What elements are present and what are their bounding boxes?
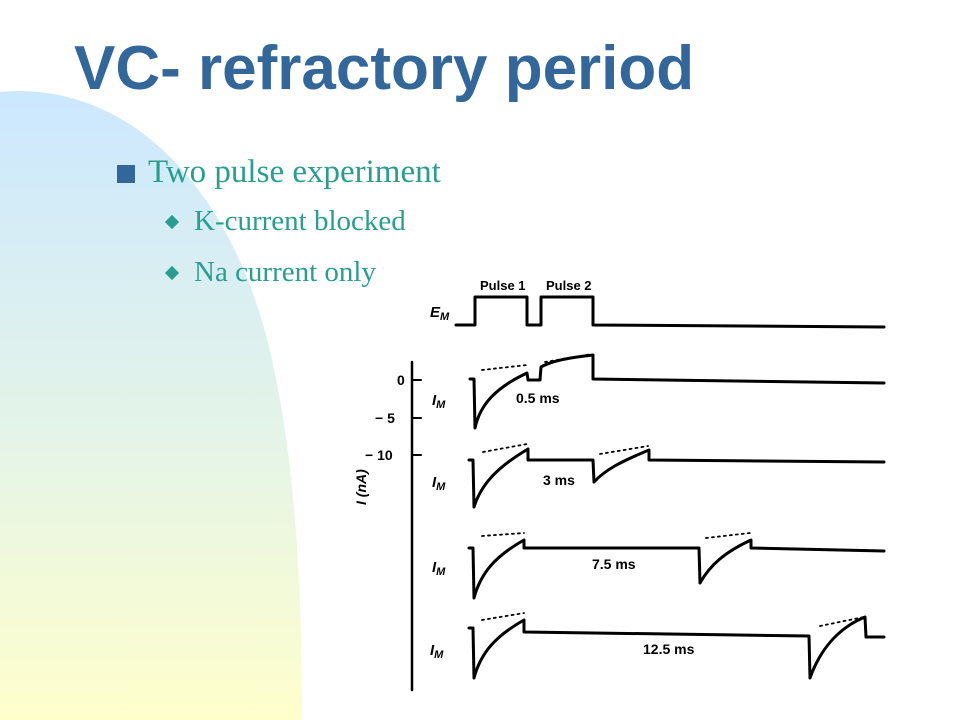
inactivation-dotted-4 [481,612,865,627]
interval-label-7-5ms: 7.5 ms [592,556,636,572]
im-label-1: IM [432,392,446,411]
inactivation-dotted-2 [482,443,649,455]
bullet-text: K-current blocked [194,205,406,237]
interval-label-3ms: 3 ms [543,472,575,488]
y-axis-title: I (nA) [353,469,369,505]
square-bullet-icon [117,164,135,183]
y-tick-label-5: − 5 [375,410,395,426]
im-trace-3ms [467,447,886,509]
slide-title: VC- refractory period [74,34,695,103]
inactivation-dotted-1 [481,353,593,371]
bullet-text: Two pulse experiment [148,154,441,190]
em-voltage-trace [454,295,886,329]
interval-label-12-5ms: 12.5 ms [643,641,695,657]
bullet-text: Na current only [194,256,376,288]
pulse-1-label: Pulse 1 [480,278,526,293]
pulse-2-label: Pulse 2 [546,278,592,293]
inactivation-dotted-3 [481,532,751,539]
y-tick-label-10: − 10 [365,447,393,463]
im-label-4: IM [430,642,444,661]
bullet-k-current-blocked: K-current blocked [164,205,406,238]
im-label-3: IM [432,559,446,578]
im-trace-12-5ms [467,615,886,680]
bullet-na-current-only: Na current only [164,256,376,289]
bullet-two-pulse-experiment: Two pulse experiment [117,154,441,191]
em-label: EM [430,304,450,323]
interval-label-0-5ms: 0.5 ms [516,390,560,406]
y-tick-label-0: 0 [397,372,405,388]
im-label-2: IM [432,474,446,493]
im-trace-7-5ms [467,538,886,600]
